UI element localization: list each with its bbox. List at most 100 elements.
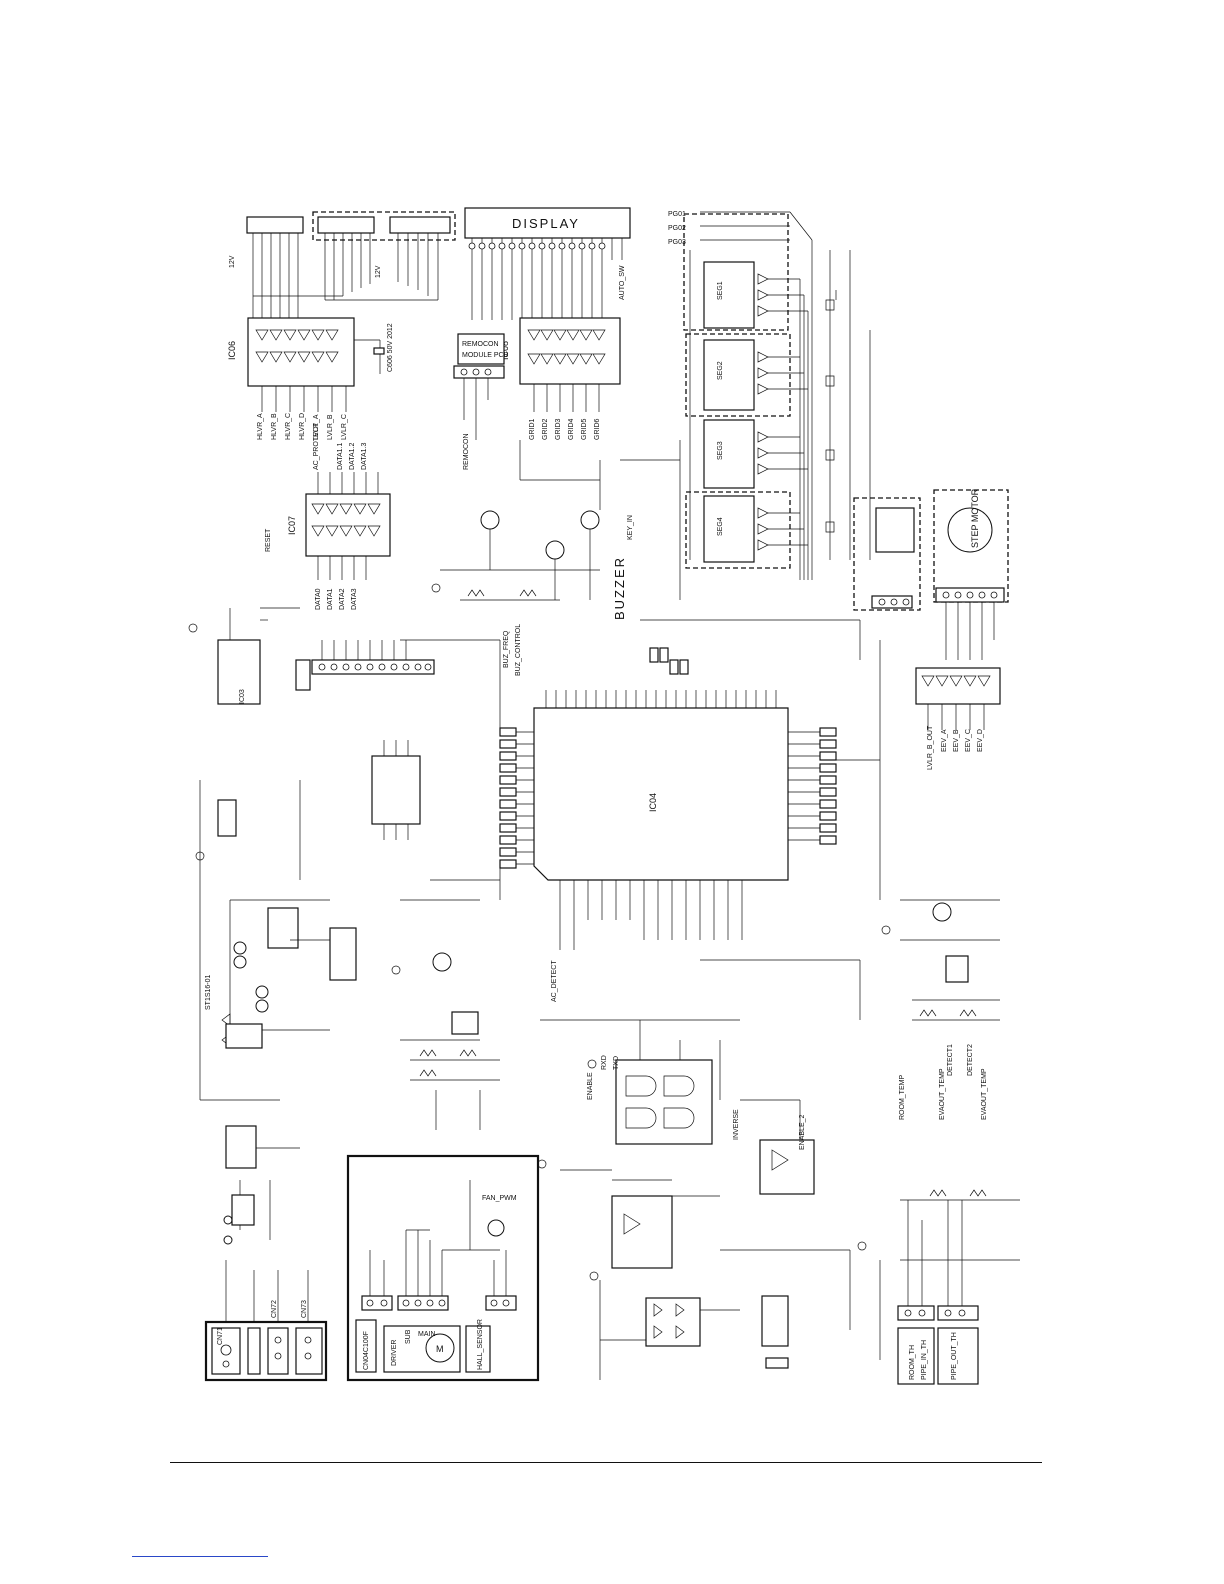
svg-text:MODULE PCB: MODULE PCB [462, 352, 509, 359]
label-hlvr-c: HLVR_C [285, 413, 292, 440]
reset-ic: IC03 RESET [217, 528, 311, 705]
svg-text:PG01: PG01 [668, 211, 686, 218]
mcu-top-ports [649, 647, 689, 675]
label-grid5: GRID5 [581, 419, 588, 441]
motor-label: STEP MOTOR [970, 488, 980, 548]
bottom-center-labels: ENABLE ENABLE_2 RXD TXD INVERSE AC_DETEC… [551, 960, 806, 1150]
main-label: MAIN [418, 1331, 436, 1338]
label-grid3: GRID3 [555, 419, 562, 441]
svg-text:PIPE_IN_TH: PIPE_IN_TH [921, 1340, 928, 1380]
buzzer-circuit: BUZZER BUZ_FREQ BUZ_CONTROL KEY_IN [440, 440, 634, 676]
cn03-connector [311, 640, 435, 675]
fan-pwm-label: FAN_PWM [482, 1195, 517, 1202]
label-data0: DATA0 [315, 588, 322, 610]
label-data2: DATA2 [339, 588, 346, 610]
svg-text:CN73: CN73 [301, 1300, 308, 1318]
fan-motor-block: CN04C100F M DRIVER SUB MAIN HALL_SENSOR … [346, 1154, 540, 1382]
main-mcu: IC04 [499, 647, 837, 950]
label-data1-3: DATA1.3 [361, 443, 368, 470]
mcu-left-ports [499, 727, 517, 869]
power-supply: ST1S16-01 [199, 780, 357, 1245]
label-data1-2: DATA1.2 [349, 443, 356, 470]
inverse-label: INVERSE [733, 1109, 740, 1140]
seg-label-4: SEG4 [717, 517, 724, 536]
step-motor-right: STEP MOTOR [853, 488, 1009, 660]
sub-label: SUB [405, 1329, 412, 1344]
svg-text:IC08: IC08 [500, 341, 510, 360]
temp-sensor-connectors: ROOM_TH PIPE_IN_TH PIPE_OUT_TH ROOM_TEMP… [897, 1068, 1020, 1385]
buz-freq-label: BUZ_FREQ [503, 630, 510, 668]
svg-text:PG03: PG03 [668, 239, 686, 246]
svg-text:IC07: IC07 [287, 516, 297, 535]
svg-text:M: M [436, 1344, 444, 1354]
label-lvlr-a: LVLR_A [313, 414, 320, 440]
svg-text:CN04C100F: CN04C100F [363, 1331, 370, 1370]
logic-ic-3 [560, 1169, 720, 1269]
svg-text:CN71: CN71 [217, 1327, 224, 1345]
svg-text:REMOCON: REMOCON [462, 341, 499, 348]
ic06-driver: IC06 C606 50V 2012 [227, 317, 394, 412]
bus-wires [400, 440, 881, 1380]
display-block: DISPLAY AUTO_SW [464, 207, 631, 320]
lvlr-b-out-right: LVLR_B_OUT [927, 725, 934, 770]
buzzer-label: BUZZER [612, 556, 627, 620]
label-grid4: GRID4 [568, 419, 575, 441]
footer-link-rule [132, 1556, 268, 1557]
label-lvlr-b: LVLR_B [327, 414, 334, 440]
seg-label-3: SEG3 [717, 441, 724, 460]
transistor-amp [400, 899, 500, 1130]
remocon-module: REMOCON MODULE PCB REMOCON [453, 333, 509, 470]
label-data1: DATA1 [327, 588, 334, 610]
mcu-right-ports [819, 727, 837, 845]
seg-label-2: SEG2 [717, 361, 724, 380]
ic-step-driver-right: LVLR_B_OUT EEV_A EEV_B EEV_C EEV_D [915, 667, 1001, 770]
reset-label: RESET [265, 528, 272, 552]
buz-control-label: BUZ_CONTROL [515, 624, 522, 676]
label-hlvr-b: HLVR_B [271, 413, 278, 440]
svg-text:EEV_B: EEV_B [953, 729, 960, 752]
ic08-driver: IC08 GRID1 GRID2 GRID3 GRID4 GRID5 GRID6 [500, 317, 621, 441]
svg-text:PG02: PG02 [668, 225, 686, 232]
label-data3: DATA3 [351, 588, 358, 610]
ac-detect-circuit: DETECT1 DETECT2 [900, 899, 1000, 1076]
label-hlvr-d: HLVR_D [299, 413, 306, 440]
hall-sensor-label: HALL_SENSOR [477, 1319, 484, 1370]
detect2-label: DETECT2 [967, 1044, 974, 1076]
logic-ic-1 [615, 1019, 740, 1145]
svg-text:PIPE_OUT_TH: PIPE_OUT_TH [951, 1332, 958, 1380]
label-grid1: GRID1 [529, 419, 536, 441]
rxd-label: RXD [601, 1055, 608, 1070]
eeprom-ic [371, 740, 421, 840]
svg-text:IC06: IC06 [227, 341, 237, 360]
room-temp-label: ROOM_TEMP [899, 1075, 906, 1120]
svg-text:IC03: IC03 [239, 689, 246, 704]
label-data1-1: DATA1.1 [337, 443, 344, 470]
label-ac-protect: AC_PROTECT [313, 422, 320, 470]
key-in-label: KEY_IN [627, 515, 634, 540]
label-lvlr-c: LVLR_C [341, 414, 348, 440]
label-grid2: GRID2 [542, 419, 549, 441]
svg-text:EEV_C: EEV_C [965, 729, 972, 752]
evaout-temp-label-2: EVAOUT_TEMP [981, 1068, 988, 1120]
evaout-temp-label: EVAOUT_TEMP [939, 1068, 946, 1120]
display-label: DISPLAY [512, 216, 580, 231]
seg-label-1: SEG1 [717, 281, 724, 300]
label-hlvr-a: HLVR_A [257, 413, 264, 440]
ac-detect-label: AC_DETECT [551, 960, 558, 1002]
fan-motor-label: DRIVER [391, 1340, 398, 1366]
svg-text:EEV_D: EEV_D [977, 729, 984, 752]
enable-label: ENABLE [587, 1072, 594, 1100]
svg-text:12V: 12V [375, 265, 382, 278]
detect1-label: DETECT1 [947, 1044, 954, 1076]
ic07-driver: IC07 DATA0 DATA1 DATA2 DATA3 AC_PROTECT … [287, 422, 391, 610]
remocon-label: REMOCON [463, 433, 470, 470]
svg-text:C606 50V 2012: C606 50V 2012 [387, 323, 394, 372]
label-grid6: GRID6 [594, 419, 601, 441]
auto-sw-label: AUTO_SW [619, 265, 626, 300]
logic-ic-2 [740, 1099, 815, 1195]
step-motor-connectors: 12V 12V [229, 211, 456, 318]
supply-glyphs [188, 583, 891, 1281]
ic06-input-labels: HLVR_A HLVR_B HLVR_C HLVR_D LVLR_A LVLR_… [257, 413, 348, 440]
